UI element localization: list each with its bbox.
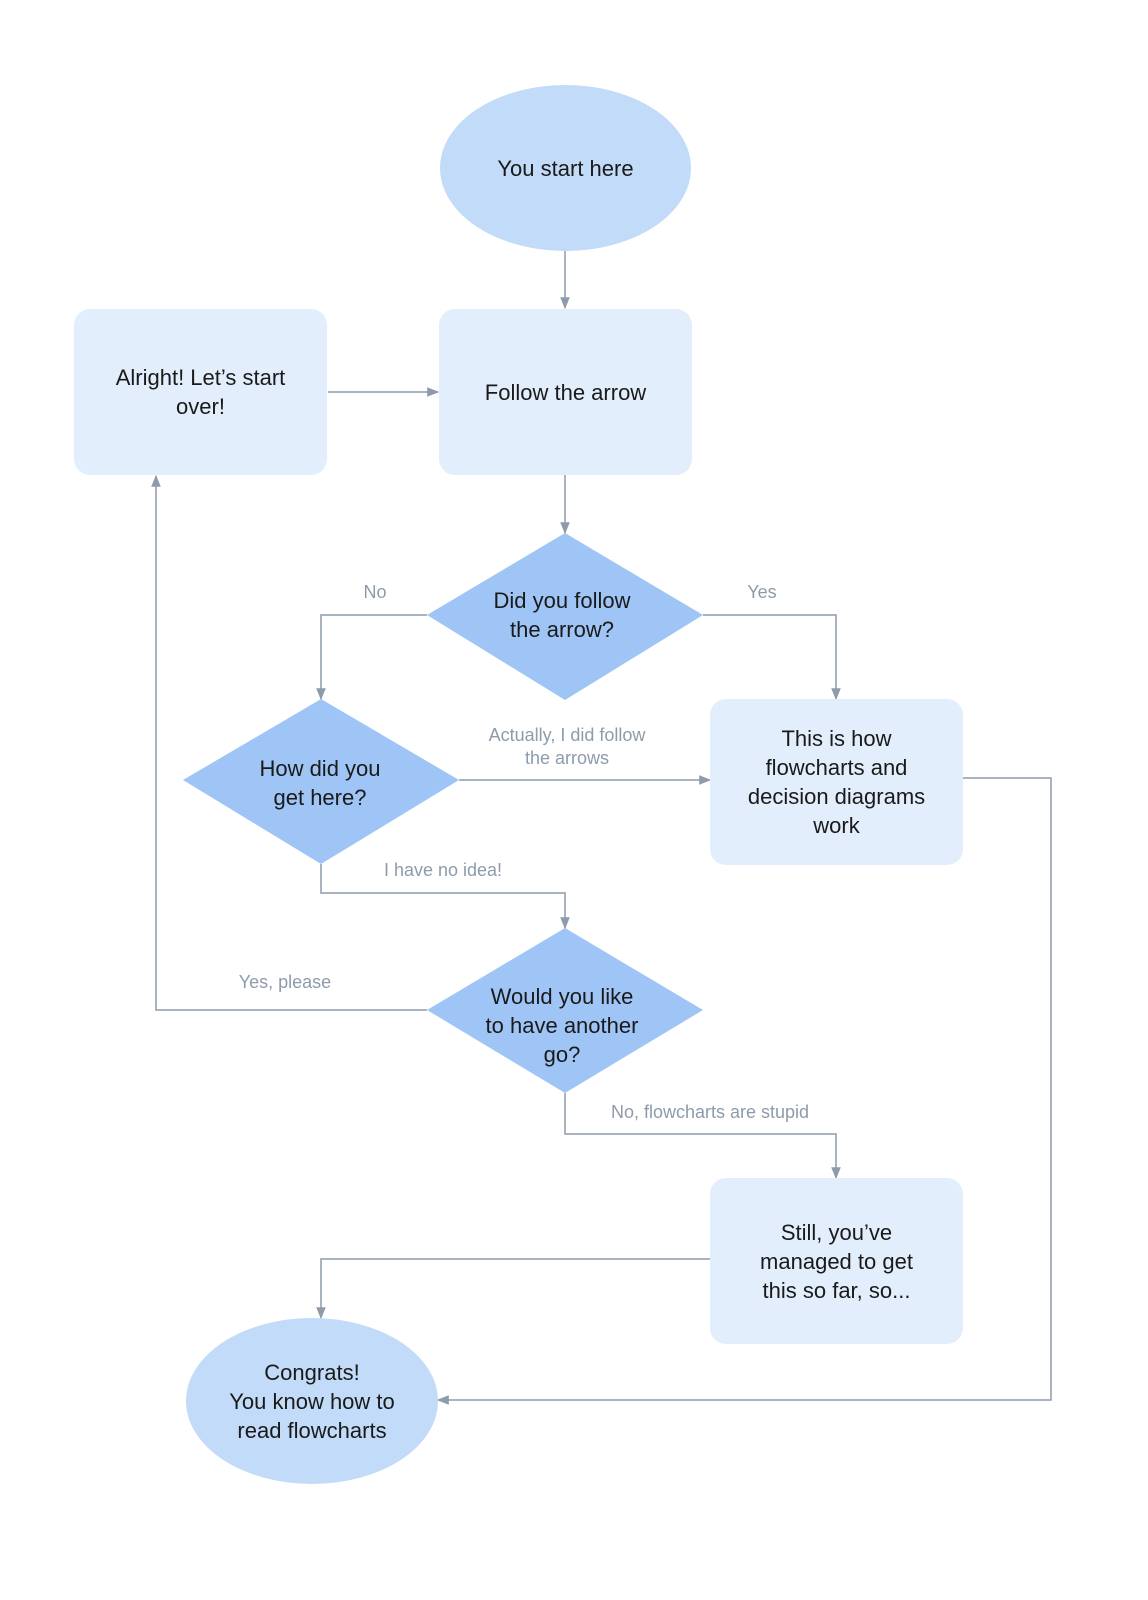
decision-shape-how-did-you-get-here xyxy=(183,699,459,864)
decision-shape-another-go xyxy=(427,928,703,1093)
connector-flowcharts-stupid xyxy=(564,1093,841,1180)
how-did-you-get-here-decision: How did you get here? xyxy=(215,743,425,823)
congrats-node-label: Congrats! You know how to read flowchart… xyxy=(229,1359,395,1443)
follow-arrow-node-label: Follow the arrow xyxy=(484,379,647,405)
did-you-follow-decision: Did you follow the arrow? xyxy=(457,575,667,655)
edge-label-yes: Yes xyxy=(747,582,777,602)
still-managed-node: Still, you’ve managed to get this so far… xyxy=(710,1178,963,1344)
edge-label-no: No xyxy=(363,582,387,602)
connector-yes-please xyxy=(151,474,427,1011)
decision-shape-did-you-follow xyxy=(427,533,703,700)
edge-label-no-idea: I have no idea! xyxy=(383,860,503,880)
another-go-decision-label: Would you like to have another go? xyxy=(485,983,639,1067)
connector-works-to-congrats xyxy=(436,777,1052,1405)
start-node-label: You start here xyxy=(497,155,634,181)
still-managed-node-label: Still, you’ve managed to get this so far… xyxy=(760,1219,913,1303)
follow-arrow-node: Follow the arrow xyxy=(439,309,692,475)
connector-still-to-congrats xyxy=(316,1258,710,1320)
edge-label-actually-followed: Actually, I did follow the arrows xyxy=(488,725,646,768)
edge-label-yes-please: Yes, please xyxy=(238,972,332,992)
how-did-you-get-here-decision-label: How did you get here? xyxy=(259,756,381,810)
connector-no-branch xyxy=(316,614,427,701)
start-over-node: Alright! Let’s start over! xyxy=(74,309,327,475)
start-over-node-label: Alright! Let’s start over! xyxy=(115,365,286,419)
how-flowcharts-work-node: This is how flowcharts and decision diag… xyxy=(710,699,963,865)
congrats-node: Congrats! You know how to read flowchart… xyxy=(186,1318,438,1484)
connector-yes-branch xyxy=(703,614,841,701)
did-you-follow-decision-label: Did you follow the arrow? xyxy=(493,588,631,642)
how-flowcharts-work-node-label: This is how flowcharts and decision diag… xyxy=(747,726,926,838)
start-node: You start here xyxy=(440,85,691,251)
edge-label-flowcharts-stupid: No, flowcharts are stupid xyxy=(610,1102,810,1122)
connector-no-idea xyxy=(320,864,570,930)
another-go-decision: Would you like to have another go? xyxy=(452,975,672,1075)
